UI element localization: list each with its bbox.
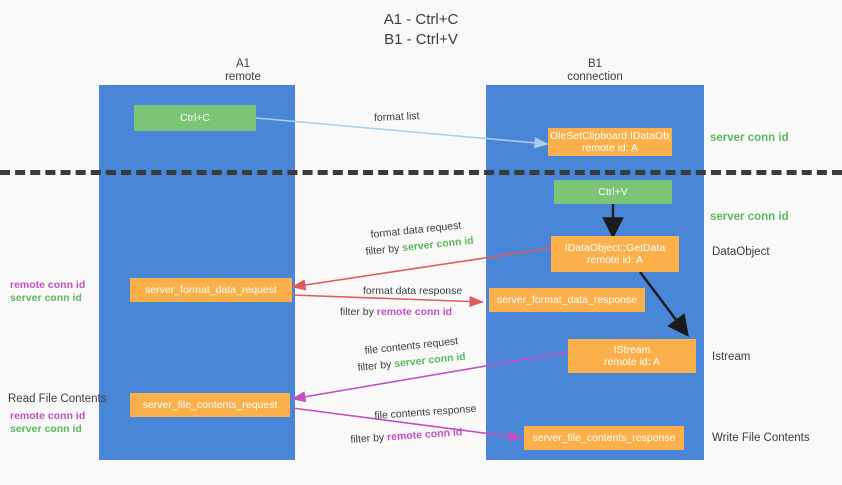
box-server-file-contents-request-label: server_file_contents_request [142, 398, 278, 411]
edge-label-format-data-response-text: format data response [363, 285, 463, 297]
box-server-format-data-request-label: server_format_data_request [145, 283, 277, 296]
lane-b1-sub: connection [567, 71, 623, 83]
box-idataobject-getdata-line2: remote id: A [586, 254, 644, 266]
box-server-file-contents-response[interactable]: server_file_contents_response [524, 426, 684, 450]
filter-prefix: filter by [357, 358, 395, 374]
annotation-remote-conn-id-1: remote conn id [10, 279, 86, 291]
box-ctrl-c[interactable]: Ctrl+C [134, 105, 256, 131]
edge-label-format-data-response-filter: filter by remote conn id [340, 306, 452, 319]
phase-divider [0, 170, 842, 175]
box-server-format-data-response[interactable]: server_format_data_response [489, 288, 645, 312]
edge-label-file-contents-response-filter: filter by remote conn id [350, 426, 463, 447]
title-line-2: B1 - Ctrl+V [384, 31, 458, 48]
filter-prefix: filter by [340, 306, 377, 318]
filter-conn-id-remote: remote conn id [386, 426, 463, 444]
edge-label-file-contents-response: file contents response [374, 403, 477, 423]
lane-a1-name: A1 [235, 58, 251, 70]
annotation-server-conn-id-1: server conn id [10, 292, 82, 304]
box-idataobject-getdata[interactable]: IDataObject::GetData remote id: A [551, 236, 679, 272]
box-server-file-contents-response-label: server_file_contents_response [532, 431, 676, 444]
box-idataobject-getdata-line1: IDataObject::GetData [564, 241, 666, 254]
box-istream-line1: IStream [613, 343, 651, 356]
annotation-server-conn-id-top: server conn id [710, 132, 789, 144]
edge-label-file-contents-response-text: file contents response [374, 402, 477, 422]
box-ole-set-clipboard-line2: remote id: A [581, 141, 639, 154]
annotation-server-conn-id-2: server conn id [10, 423, 82, 435]
edge-label-format-data-response: format data response [363, 285, 462, 298]
filter-prefix: filter by [350, 431, 388, 446]
box-istream[interactable]: IStream remote id: A [568, 339, 696, 373]
edge-label-format-list-text: format list [373, 110, 420, 124]
box-server-format-data-response-label: server_format_data_response [496, 293, 638, 306]
diagram-title: A1 - Ctrl+C B1 - Ctrl+V [0, 10, 842, 50]
box-server-file-contents-request[interactable]: server_file_contents_request [130, 393, 290, 417]
lane-b1-name: B1 [587, 58, 603, 70]
filter-prefix: filter by [365, 242, 403, 258]
annotation-write-file-contents: Write File Contents [712, 432, 810, 444]
box-ctrl-v[interactable]: Ctrl+V [554, 180, 672, 204]
annotation-read-file-contents: Read File Contents [8, 393, 107, 405]
annotation-remote-conn-id-2: remote conn id [10, 410, 86, 422]
box-ctrl-c-label: Ctrl+C [179, 111, 211, 124]
edge-label-format-list: format list [374, 110, 420, 125]
box-ole-set-clipboard-line1: OleSetClipboard IDataObject [550, 130, 670, 142]
annotation-dataobject: DataObject [712, 246, 770, 258]
box-ole-set-clipboard[interactable]: OleSetClipboard IDataObject remote id: A [548, 128, 672, 156]
lane-a1-sub: remote [225, 71, 261, 83]
box-ctrl-v-label: Ctrl+V [598, 185, 628, 198]
annotation-istream: Istream [712, 351, 751, 363]
title-line-1: A1 - Ctrl+C [383, 11, 459, 28]
filter-conn-id-remote: remote conn id [376, 306, 453, 318]
lane-header-b1: B1 connection [486, 58, 704, 84]
annotation-server-conn-id-mid: server conn id [710, 211, 789, 223]
box-server-format-data-request[interactable]: server_format_data_request [130, 278, 292, 302]
lane-header-a1: A1 remote [99, 58, 387, 84]
box-istream-line2: remote id: A [603, 356, 661, 368]
